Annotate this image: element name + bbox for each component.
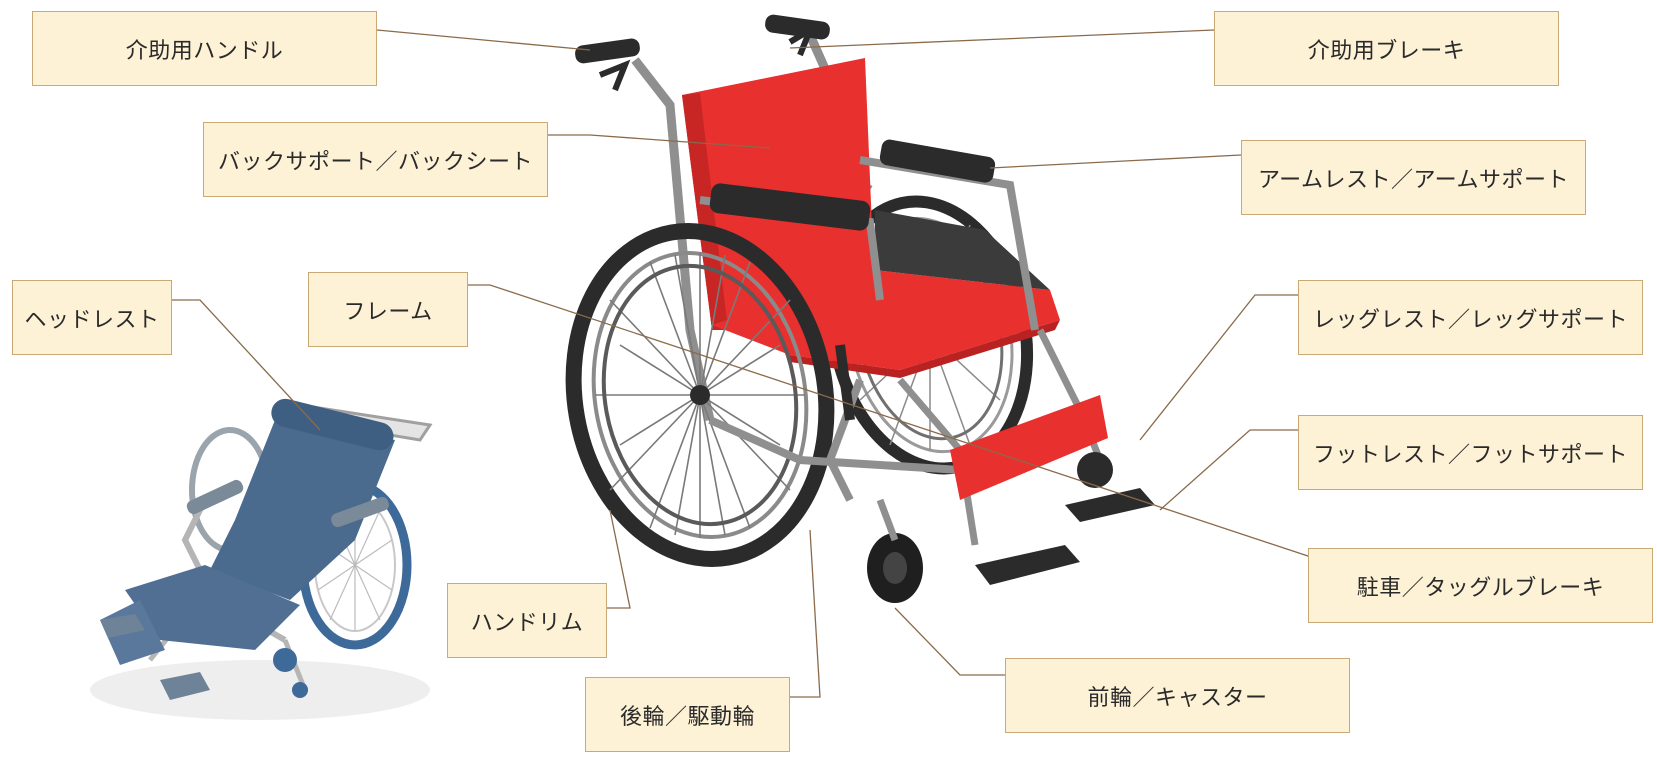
label-back-support: バックサポート／バックシート xyxy=(203,122,548,197)
label-headrest: ヘッドレスト xyxy=(12,280,172,355)
label-rear-wheel: 後輪／駆動輪 xyxy=(585,677,790,752)
label-care-brake: 介助用ブレーキ xyxy=(1214,11,1559,86)
label-leg-support: レッグレスト／レッグサポート xyxy=(1298,280,1643,355)
label-parking-brake: 駐車／タッグルブレーキ xyxy=(1308,548,1653,623)
main-wheelchair-image xyxy=(565,14,1155,603)
label-front-wheel: 前輪／キャスター xyxy=(1005,658,1350,733)
label-foot-support: フットレスト／フットサポート xyxy=(1298,415,1643,490)
label-arm-support: アームレスト／アームサポート xyxy=(1241,140,1586,215)
label-frame: フレーム xyxy=(308,272,468,347)
label-care-handle: 介助用ハンドル xyxy=(32,11,377,86)
label-handrim: ハンドリム xyxy=(447,583,607,658)
reclining-wheelchair-image xyxy=(90,398,433,720)
